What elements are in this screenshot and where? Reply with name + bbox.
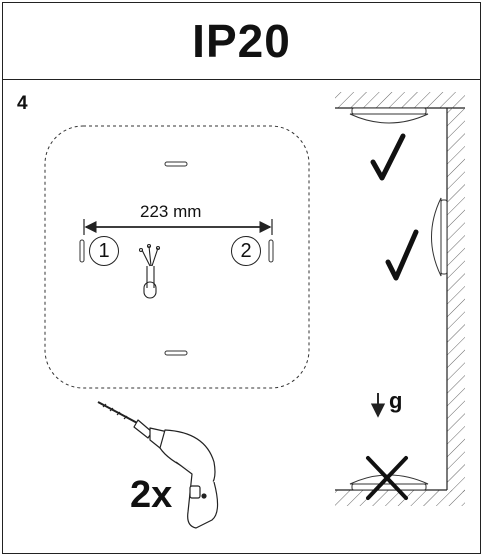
hole-marker-1: 1 — [89, 236, 119, 266]
floor-hatch — [335, 490, 465, 506]
drill-quantity-label: 2x — [130, 474, 173, 516]
slot-right — [268, 239, 274, 263]
luminaire-wall — [431, 197, 448, 277]
header-bar: IP20 — [3, 3, 480, 80]
hole-marker-2: 2 — [231, 236, 261, 266]
cable-icon — [138, 243, 161, 299]
check-icon-wall — [385, 229, 419, 281]
step-number: 4 — [17, 93, 28, 114]
slot-bottom — [164, 350, 188, 356]
drill-icon — [97, 401, 219, 529]
slot-top — [164, 161, 188, 167]
gravity-label: g — [389, 388, 403, 413]
check-icon-ceiling — [370, 133, 406, 181]
distance-label: 223 mm — [140, 202, 202, 221]
protection-rating-title: IP20 — [192, 15, 291, 67]
cross-icon-floor — [366, 456, 408, 500]
luminaire-ceiling — [349, 107, 429, 124]
slot-left — [79, 239, 85, 263]
instruction-panel: IP20 — [2, 2, 481, 554]
wall-hatch — [447, 108, 465, 492]
ceiling-hatch — [335, 92, 465, 108]
